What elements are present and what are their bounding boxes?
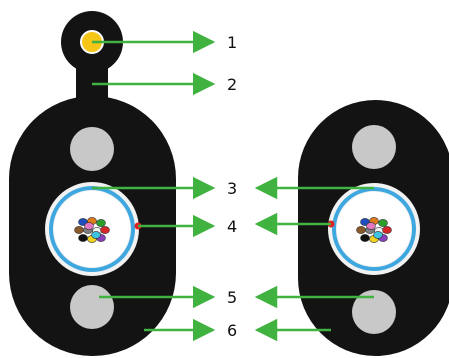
optical-fiber	[356, 226, 366, 234]
optical-fiber	[91, 231, 101, 239]
callout-label-6: 6	[227, 321, 237, 340]
callout-arrows	[92, 30, 374, 342]
optical-fiber	[96, 219, 106, 227]
non-self-supporting-cable	[298, 100, 449, 356]
callout-label-1: 1	[227, 33, 237, 52]
fiber-bundle	[74, 217, 110, 243]
callout-labels: 1 2 3 4 5 6	[227, 33, 237, 340]
optical-fiber	[100, 226, 110, 234]
self-supporting-cable	[9, 11, 176, 356]
optical-fiber	[366, 222, 376, 230]
optical-fiber	[382, 226, 392, 234]
optical-fiber	[360, 234, 370, 242]
strength-member-top	[352, 125, 396, 169]
callout-label-2: 2	[227, 75, 237, 94]
strength-member-top	[70, 127, 114, 171]
fiber-bundle	[356, 217, 392, 243]
strength-member-bottom	[70, 285, 114, 329]
optical-fiber	[378, 219, 388, 227]
optical-fiber	[74, 226, 84, 234]
optical-fiber	[373, 231, 383, 239]
callout-label-3: 3	[227, 179, 237, 198]
optical-fiber	[84, 222, 94, 230]
strength-member-bottom	[352, 290, 396, 334]
optical-fiber	[78, 234, 88, 242]
callout-label-5: 5	[227, 288, 237, 307]
callout-label-4: 4	[227, 217, 237, 236]
